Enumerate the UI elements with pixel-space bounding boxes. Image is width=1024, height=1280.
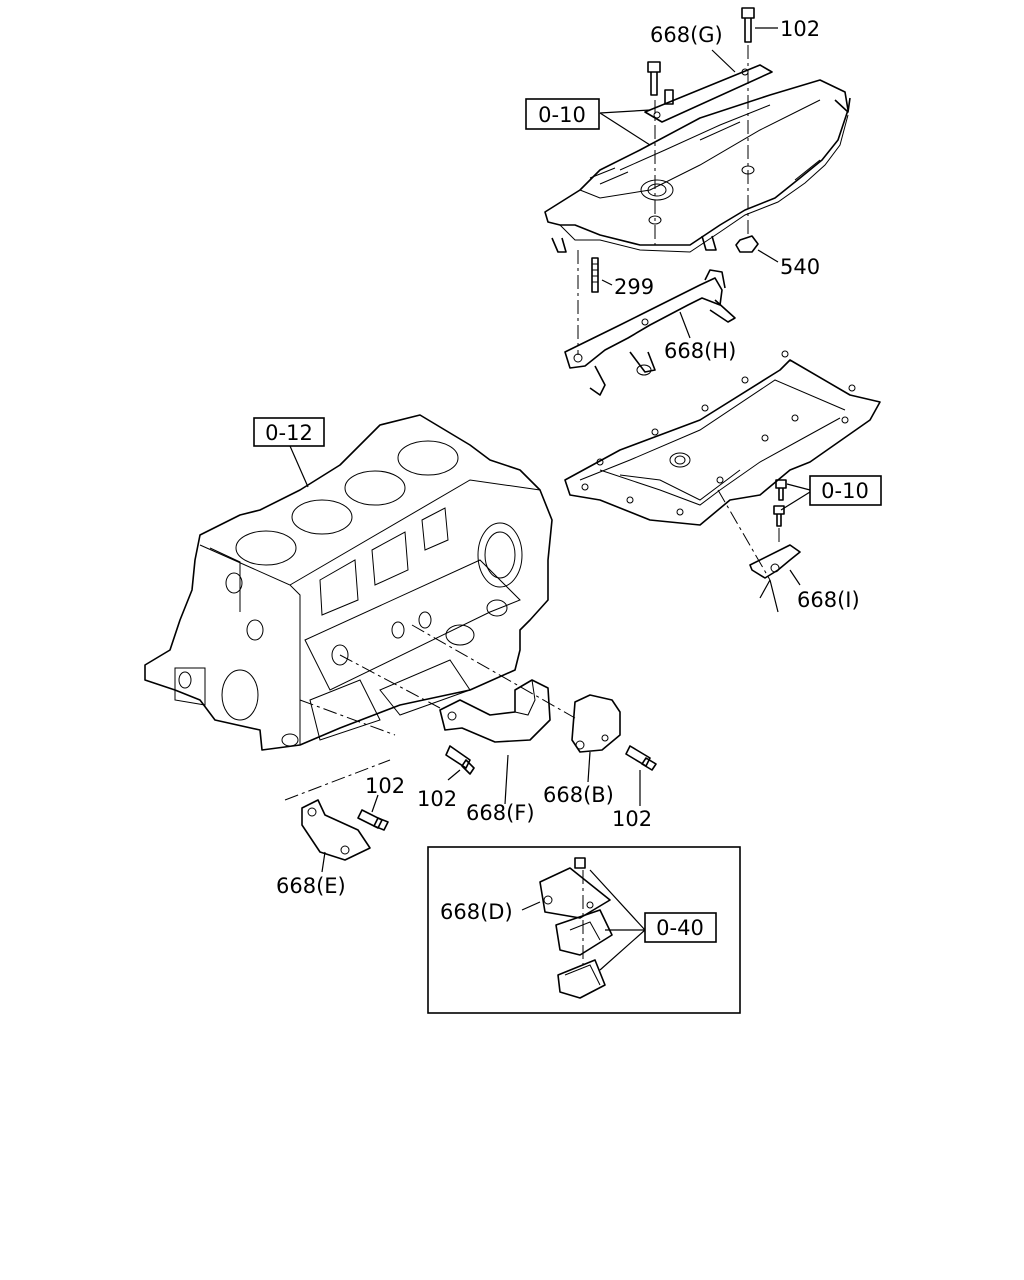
cylinder-block — [144, 414, 576, 801]
ref-label-0-10-right: 0-10 — [821, 479, 869, 503]
bolt-102-right — [625, 745, 657, 771]
label-102-mid-left: 102 — [417, 787, 457, 811]
ref-label-0-12: 0-12 — [265, 421, 313, 445]
ref-label-0-40: 0-40 — [656, 916, 704, 940]
label-102-bottom-left: 102 — [365, 774, 405, 798]
bolt-102-bottom — [357, 809, 389, 831]
lower-oil-pan — [564, 350, 881, 613]
label-668-H: 668(H) — [664, 339, 736, 363]
stud-299 — [591, 257, 599, 293]
label-668-E: 668(E) — [276, 874, 346, 898]
label-540: 540 — [780, 255, 820, 279]
label-668-D: 668(D) — [440, 900, 513, 924]
leader-lines — [289, 27, 811, 971]
bracket-668-F — [439, 679, 551, 743]
bracket-668-B — [571, 694, 621, 753]
bracket-668-E — [301, 799, 371, 861]
ref-box-0-40 — [644, 912, 717, 943]
ref-label-0-10-top: 0-10 — [538, 103, 586, 127]
label-668-B: 668(B) — [543, 783, 614, 807]
label-668-F: 668(F) — [466, 801, 535, 825]
label-668-G: 668(G) — [650, 23, 723, 47]
ref-box-0-12 — [253, 417, 325, 447]
bracket-668-D — [539, 857, 613, 999]
label-102-right: 102 — [612, 807, 652, 831]
bracket-668-H — [564, 269, 736, 396]
ref-box-0-10-right — [809, 475, 882, 506]
upper-oil-pan-cover — [544, 7, 851, 355]
label-299: 299 — [614, 275, 654, 299]
label-668-I: 668(I) — [797, 588, 860, 612]
label-102-top: 102 — [780, 17, 820, 41]
ref-box-0-10-top — [525, 98, 600, 130]
bolt-102-left — [445, 745, 475, 775]
